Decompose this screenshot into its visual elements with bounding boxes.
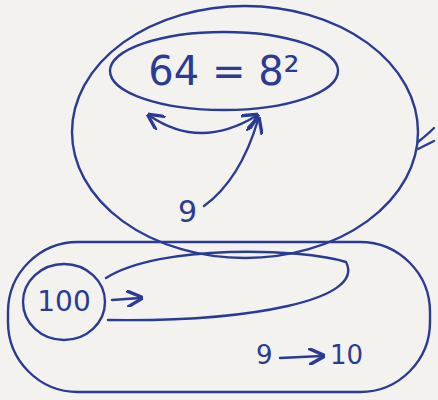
loop-stroke — [106, 252, 348, 320]
outer-loop: 9 64 = 8² — [70, 4, 420, 260]
curved-arrow — [150, 116, 256, 133]
arrow-nine-ten — [280, 356, 322, 358]
handwritten-number: 100 — [37, 285, 90, 319]
handwritten-number: 64 = 8² — [148, 47, 299, 95]
outer-loop-outline — [70, 4, 420, 260]
circled-number: 100 — [21, 262, 107, 342]
squiggle — [418, 128, 434, 149]
arrow-right — [112, 298, 140, 300]
handwritten-number: 9 — [256, 340, 273, 371]
handwritten-number: 10 — [330, 340, 363, 371]
handwritten-number: 9 — [178, 194, 197, 230]
circled-number-stroke — [23, 264, 105, 340]
number-band: 9 10 100 — [6, 240, 432, 394]
equation-ellipse-stroke — [110, 32, 338, 110]
arrow-to-eight — [204, 120, 258, 206]
equation-ellipse: 64 = 8² — [108, 30, 340, 112]
outer-loop-stroke — [72, 6, 418, 258]
number-band-stroke — [8, 242, 430, 392]
